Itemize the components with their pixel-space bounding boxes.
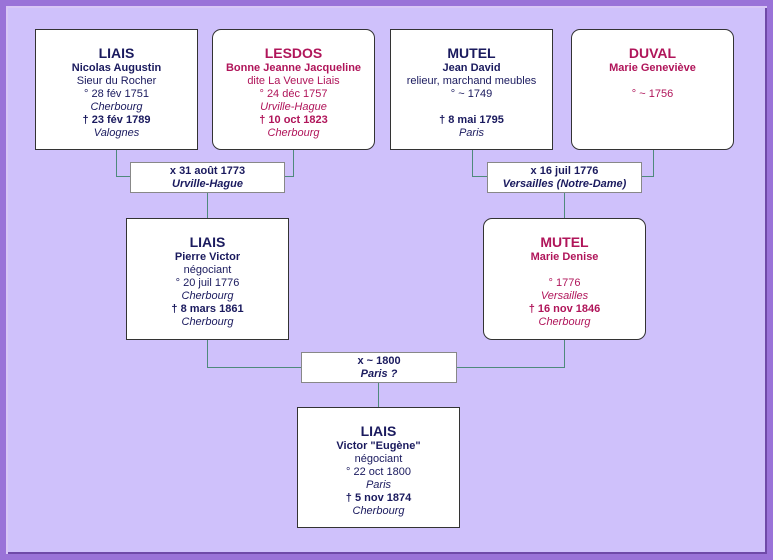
connector-line: [207, 339, 208, 368]
death-date: † 5 nov 1874: [345, 492, 412, 504]
connector-line: [207, 192, 208, 219]
death-date: † 8 mars 1861: [171, 303, 244, 315]
marriage-box: x ~ 1800 Paris ?: [301, 352, 457, 383]
birth-place: Urville-Hague: [260, 101, 327, 113]
death-place: Cherbourg: [267, 127, 320, 139]
birth-date: ° ~ 1749: [450, 88, 493, 100]
person-occupation: [572, 75, 733, 88]
person-occupation: [484, 264, 645, 277]
connector-line: [564, 192, 565, 219]
birth-date: ° 1776: [548, 277, 581, 289]
person-occupation: relieur, marchand meubles: [406, 75, 537, 87]
connector-line: [456, 367, 565, 368]
marriage-date: x 16 juil 1776: [530, 165, 599, 177]
birth-date: ° ~ 1756: [631, 88, 674, 100]
person-given-name: Marie Denise: [530, 251, 599, 263]
connector-line: [653, 149, 654, 177]
connector-line: [116, 176, 130, 177]
birth-date: ° 20 juil 1776: [175, 277, 240, 289]
person-title: Sieur du Rocher: [76, 75, 157, 87]
person-card[interactable]: LIAIS Pierre Victor négociant ° 20 juil …: [126, 218, 289, 340]
connector-line: [284, 176, 294, 177]
person-surname: LIAIS: [98, 45, 135, 61]
person-card[interactable]: MUTEL Jean David relieur, marchand meubl…: [390, 29, 553, 150]
person-given-name: Pierre Victor: [174, 251, 241, 263]
connector-line: [641, 176, 654, 177]
connector-line: [378, 382, 379, 408]
person-surname: DUVAL: [628, 45, 677, 61]
person-card[interactable]: LIAIS Nicolas Augustin Sieur du Rocher °…: [35, 29, 198, 150]
person-card[interactable]: DUVAL Marie Geneviève ° ~ 1756: [571, 29, 734, 150]
person-given-name: Bonne Jeanne Jacqueline: [225, 62, 362, 74]
birth-date: ° 22 oct 1800: [346, 466, 411, 478]
marriage-box: x 16 juil 1776 Versailles (Notre-Dame): [487, 162, 642, 193]
marriage-date: x ~ 1800: [357, 355, 401, 367]
connector-line: [116, 149, 117, 177]
person-card[interactable]: LIAIS Victor "Eugène" négociant ° 22 oct…: [297, 407, 460, 528]
birth-place: Cherbourg: [181, 290, 234, 302]
person-card[interactable]: LESDOS Bonne Jeanne Jacqueline dite La V…: [212, 29, 375, 150]
connector-line: [472, 149, 473, 177]
birth-place: Paris: [365, 479, 392, 491]
person-given-name: Marie Geneviève: [609, 62, 696, 74]
death-place: Cherbourg: [538, 316, 591, 328]
marriage-place: Versailles (Notre-Dame): [502, 178, 627, 190]
death-date: † 16 nov 1846: [528, 303, 601, 315]
death-date: † 10 oct 1823: [259, 114, 328, 126]
connector-line: [472, 176, 487, 177]
person-given-name: Nicolas Augustin: [71, 62, 162, 74]
person-card[interactable]: MUTEL Marie Denise ° 1776 Versailles † 1…: [483, 218, 646, 340]
person-given-name: Jean David: [442, 62, 501, 74]
death-date: [572, 114, 733, 127]
birth-date: ° 24 déc 1757: [259, 88, 328, 100]
marriage-place: Paris ?: [360, 368, 398, 380]
birth-place: Versailles: [540, 290, 589, 302]
death-place: [572, 127, 733, 140]
death-place: Cherbourg: [181, 316, 234, 328]
death-place: Cherbourg: [352, 505, 405, 517]
death-place: Paris: [458, 127, 485, 139]
death-date: † 23 fév 1789: [82, 114, 151, 126]
person-surname: LESDOS: [264, 45, 323, 61]
person-occupation: négociant: [183, 264, 232, 276]
person-given-name: Victor "Eugène": [336, 440, 421, 452]
death-place: Valognes: [93, 127, 140, 139]
marriage-date: x 31 août 1773: [169, 165, 246, 177]
connector-line: [207, 367, 302, 368]
death-date: † 8 mai 1795: [439, 114, 504, 126]
connector-line: [293, 149, 294, 177]
connector-line: [564, 339, 565, 368]
birth-place: Cherbourg: [90, 101, 143, 113]
person-surname: MUTEL: [540, 234, 589, 250]
birth-place: [391, 101, 552, 114]
person-nickname: dite La Veuve Liais: [247, 75, 340, 87]
person-surname: LIAIS: [189, 234, 226, 250]
person-surname: MUTEL: [447, 45, 496, 61]
birth-date: ° 28 fév 1751: [84, 88, 149, 100]
person-surname: LIAIS: [360, 423, 397, 439]
birth-place: [572, 101, 733, 114]
marriage-place: Urville-Hague: [172, 178, 243, 190]
marriage-box: x 31 août 1773 Urville-Hague: [130, 162, 285, 193]
person-occupation: négociant: [354, 453, 403, 465]
